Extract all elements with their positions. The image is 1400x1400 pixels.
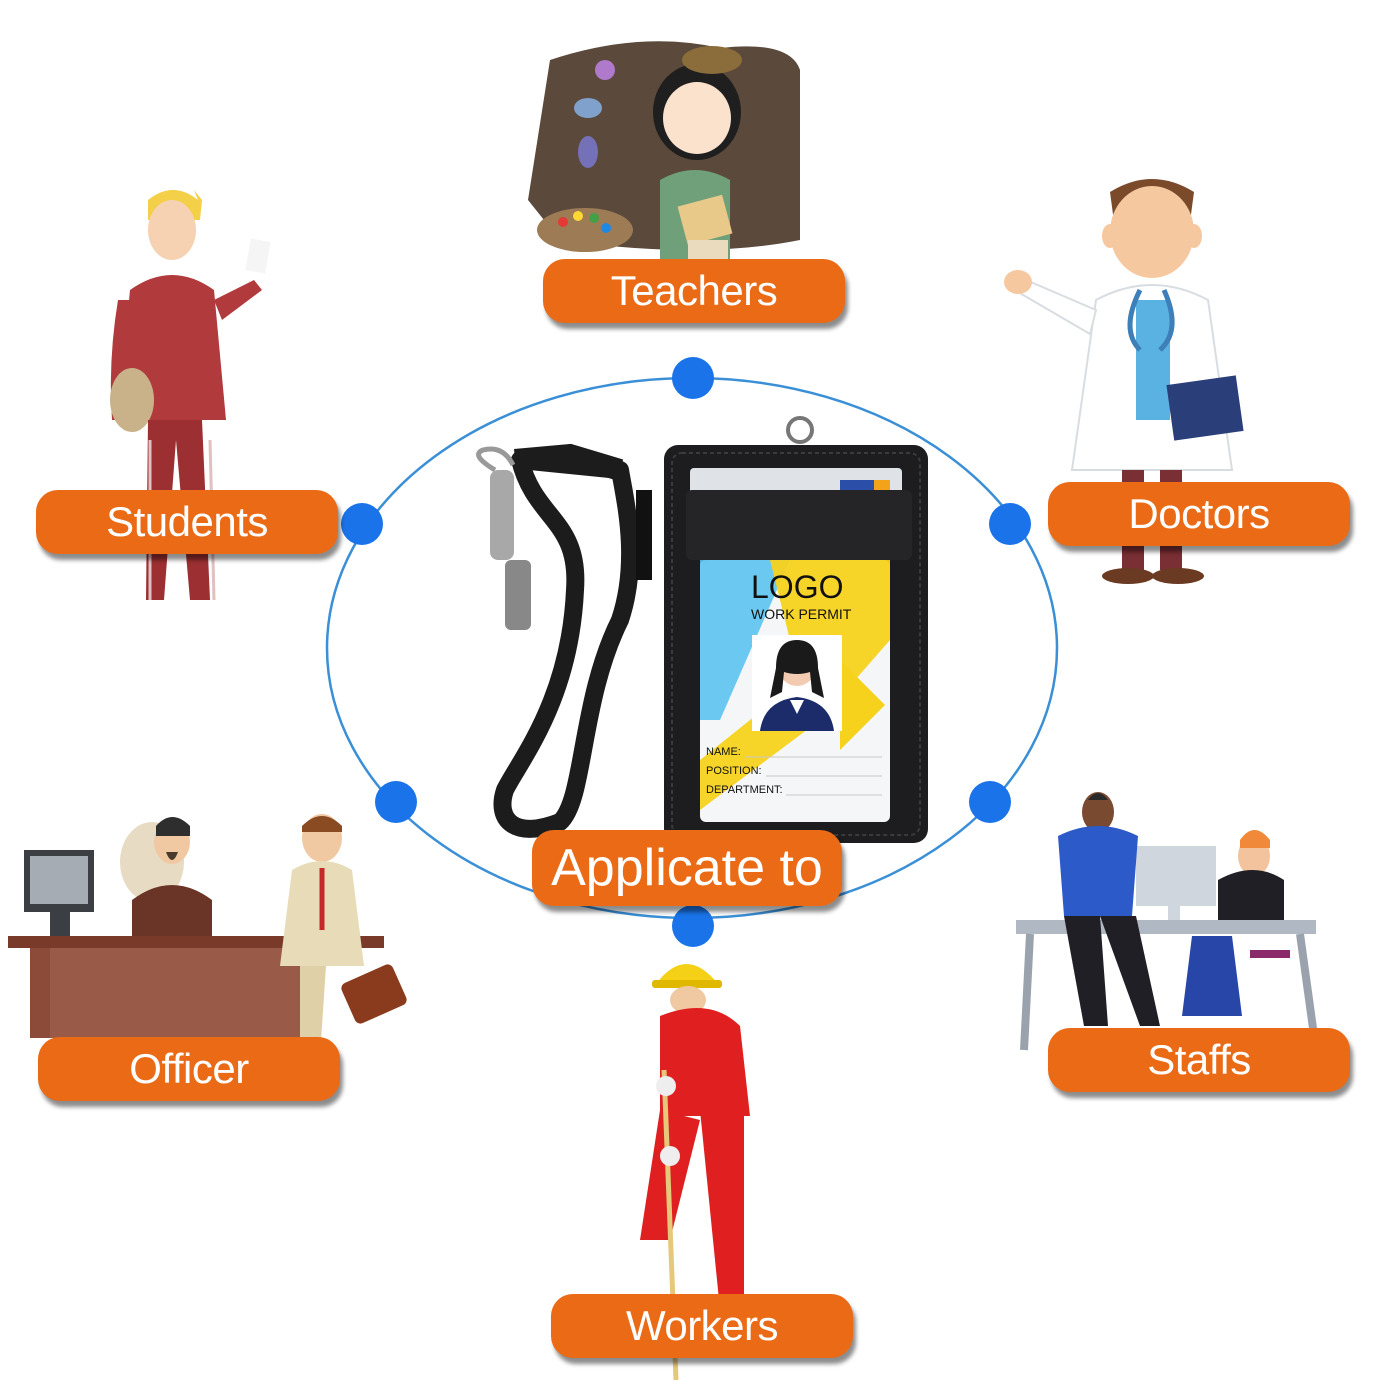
node-workers	[672, 905, 714, 947]
badge-logo: LOGO	[751, 569, 843, 605]
label-workers: Workers	[551, 1294, 853, 1358]
label-staffs: Staffs	[1048, 1028, 1350, 1092]
badge-field-department: DEPARTMENT:	[706, 784, 783, 796]
label-officer: Officer	[38, 1037, 340, 1101]
node-staffs	[969, 781, 1011, 823]
student-illustration	[110, 190, 271, 601]
clasp-icon	[476, 446, 531, 630]
label-doctors: Doctors	[1048, 482, 1350, 546]
staff-illustration	[1016, 792, 1320, 1051]
badge-subtitle: WORK PERMIT	[751, 606, 852, 622]
node-doctors	[989, 503, 1031, 545]
label-students: Students	[36, 490, 338, 554]
portrait-icon	[760, 640, 834, 731]
lanyard-image	[476, 443, 640, 838]
node-officer	[375, 781, 417, 823]
node-teachers	[672, 357, 714, 399]
officer-illustration	[8, 814, 407, 1056]
teacher-illustration	[528, 41, 800, 320]
badge-holder-image: LOGO WORK PERMIT NAME: POSITION: DEPARTM…	[636, 416, 928, 843]
doctor-illustration	[1004, 179, 1244, 584]
badge-field-position: POSITION:	[706, 765, 762, 777]
node-students	[341, 503, 383, 545]
center-label: Applicate to	[532, 830, 842, 906]
label-teachers: Teachers	[543, 259, 845, 323]
badge-field-name: NAME:	[706, 746, 741, 758]
